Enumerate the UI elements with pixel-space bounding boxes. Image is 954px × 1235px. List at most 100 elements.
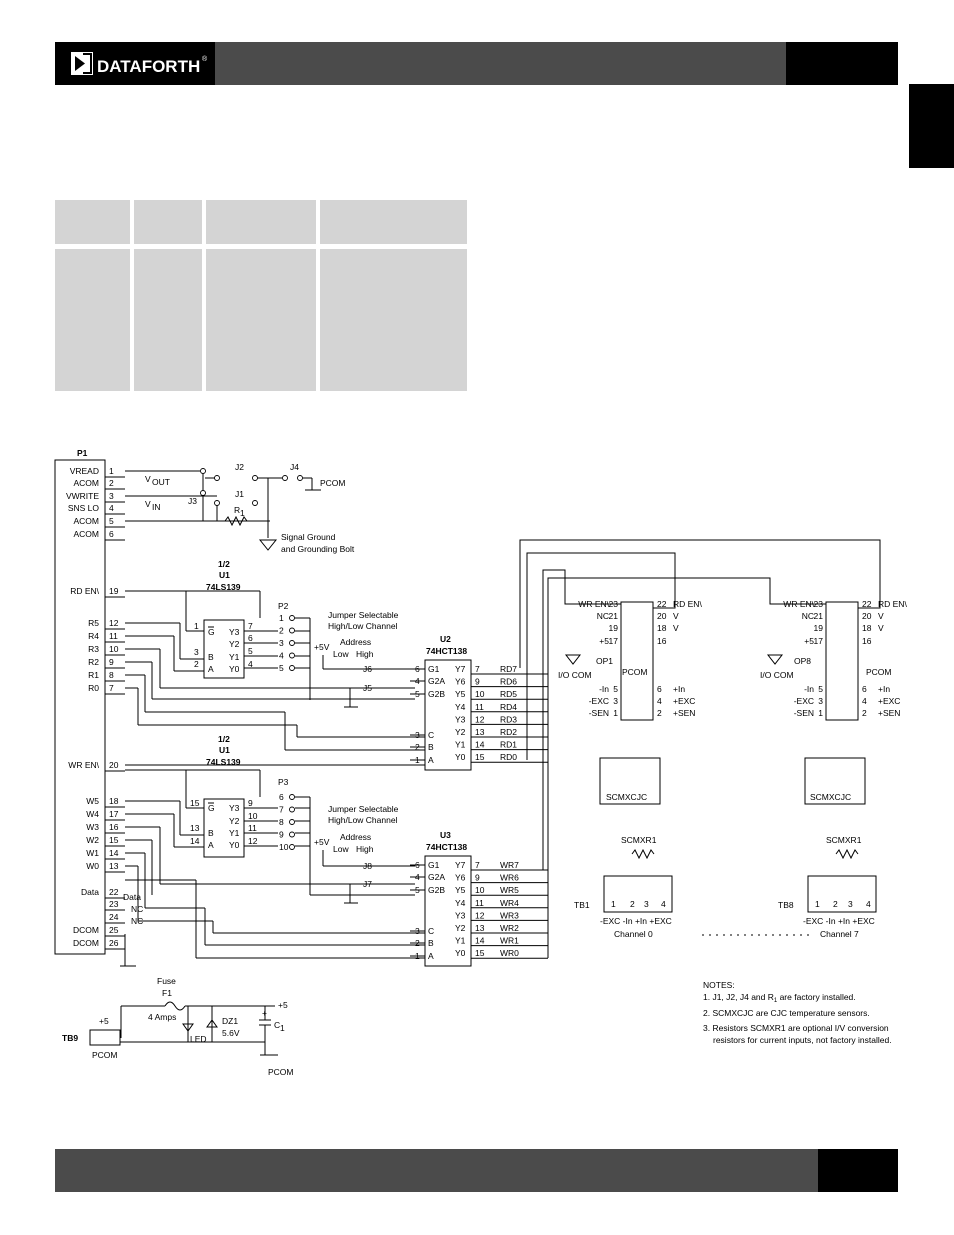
svg-text:+5: +5 [99, 1016, 109, 1026]
decoder-signal: WR6 [500, 873, 519, 883]
svg-text:Y2: Y2 [229, 639, 240, 649]
svg-text:74HCT138: 74HCT138 [426, 842, 467, 852]
op-left-label: -SEN [794, 708, 814, 718]
decoder-output-pin: 12 [475, 714, 485, 724]
decoder-output: Y0 [455, 752, 466, 762]
svg-text:High: High [356, 844, 374, 854]
svg-text:PCOM: PCOM [622, 667, 648, 677]
p1-pin-num: 2 [109, 478, 114, 488]
svg-text:-EXC -In +In +EXC: -EXC -In +In +EXC [803, 916, 875, 926]
svg-text:J6: J6 [363, 664, 372, 674]
svg-text:Address: Address [340, 637, 371, 647]
decoder-signal: RD3 [500, 714, 517, 724]
p1-pin-num: 16 [109, 822, 119, 832]
decoder-signal: RD7 [500, 664, 517, 674]
p1-pin-num: 17 [109, 809, 119, 819]
svg-text:1: 1 [194, 621, 199, 631]
svg-text:NOTES:: NOTES: [703, 980, 735, 990]
svg-text:R: R [234, 505, 240, 515]
op-right-pin: 4 [862, 696, 867, 706]
u1-read-chip [203, 619, 245, 679]
header-pin: 1 [279, 613, 284, 623]
p1-pin-name: W2 [86, 835, 99, 845]
svg-text:2: 2 [630, 899, 635, 909]
p1-pin-num: 9 [109, 657, 114, 667]
tb1 [603, 875, 673, 913]
svg-text:1/2: 1/2 [218, 734, 230, 744]
op-right-label: +EXC [878, 696, 900, 706]
svg-text:4: 4 [661, 899, 666, 909]
decoder-input: G1 [428, 860, 440, 870]
op-right-pin: 22 [657, 599, 667, 609]
svg-text:4: 4 [866, 899, 871, 909]
svg-text:Low: Low [333, 844, 349, 854]
decoder-signal: RD6 [500, 677, 517, 687]
header-pin: 7 [279, 805, 284, 815]
decoder-input: C [428, 926, 434, 936]
p1-pin-name: ACOM [74, 529, 100, 539]
decoder-input: G2B [428, 689, 445, 699]
op-right-pin: 6 [862, 684, 867, 694]
p1-pin-name: DCOM [73, 938, 99, 948]
svg-text:OUT: OUT [152, 477, 170, 487]
svg-text:U1: U1 [219, 745, 230, 755]
svg-text:-EXC -In +In +EXC: -EXC -In +In +EXC [600, 916, 672, 926]
decoder-output-pin: 7 [475, 664, 480, 674]
svg-text:1/2: 1/2 [218, 559, 230, 569]
p1-pin-name: ACOM [74, 516, 100, 526]
p1-pin-name: SNS LO [68, 503, 100, 513]
svg-text:Low: Low [333, 649, 349, 659]
svg-text:High: High [356, 649, 374, 659]
decoder-output-pin: 13 [475, 923, 485, 933]
op-left-label: -EXC [589, 696, 609, 706]
svg-text:NC: NC [131, 916, 143, 926]
logo-text: DATAFORTH [97, 57, 200, 76]
svg-text:IN: IN [152, 502, 161, 512]
p1-pin-num: 8 [109, 670, 114, 680]
svg-text:OP8: OP8 [794, 656, 811, 666]
dataforth-logo: DATAFORTH ® [55, 42, 215, 85]
svg-text:+: + [262, 1008, 267, 1018]
footer-right-block [818, 1149, 898, 1192]
svg-text:and Grounding Bolt: and Grounding Bolt [281, 544, 355, 554]
decoder-input: A [428, 951, 434, 961]
op-left-pin: 1 [613, 708, 618, 718]
decoder-signal: WR3 [500, 910, 519, 920]
u2-chip [424, 659, 472, 771]
scmxcjc-1 [599, 757, 661, 805]
svg-text:Y3: Y3 [229, 803, 240, 813]
decoder-signal: WR1 [500, 936, 519, 946]
p1-pin-name: W1 [86, 848, 99, 858]
op-left-label: +5 [599, 636, 609, 646]
p1-pin-name: Data [81, 887, 99, 897]
op-left-pin: 19 [814, 623, 824, 633]
p1-pin-name: W4 [86, 809, 99, 819]
p1-pin-num: 24 [109, 912, 119, 922]
decoder-output: Y7 [455, 664, 466, 674]
decoder-signal: RD4 [500, 702, 517, 712]
decoder-output-pin: 15 [475, 752, 485, 762]
svg-text:G: G [208, 627, 215, 637]
svg-text:J2: J2 [235, 462, 244, 472]
svg-text:LED: LED [190, 1034, 207, 1044]
svg-text:B: B [208, 652, 214, 662]
op-right-pin: 18 [862, 623, 872, 633]
p1-pin-name: W3 [86, 822, 99, 832]
svg-text:A: A [208, 664, 214, 674]
svg-text:G: G [208, 803, 215, 813]
svg-text:B: B [208, 828, 214, 838]
footer-bar [55, 1149, 898, 1192]
op-right-label: V [673, 611, 679, 621]
header-pin: 8 [279, 817, 284, 827]
decoder-output-pin: 11 [475, 898, 484, 908]
decoder-output: Y4 [455, 702, 466, 712]
svg-text:1: 1 [280, 1023, 285, 1033]
decoder-input: A [428, 755, 434, 765]
svg-text:SCMXR1: SCMXR1 [621, 835, 657, 845]
svg-text:F1: F1 [162, 988, 172, 998]
svg-text:Data: Data [123, 892, 141, 902]
svg-text:+5V: +5V [314, 837, 330, 847]
header-pin: 5 [279, 663, 284, 673]
svg-text:High/Low Channel: High/Low Channel [328, 815, 398, 825]
